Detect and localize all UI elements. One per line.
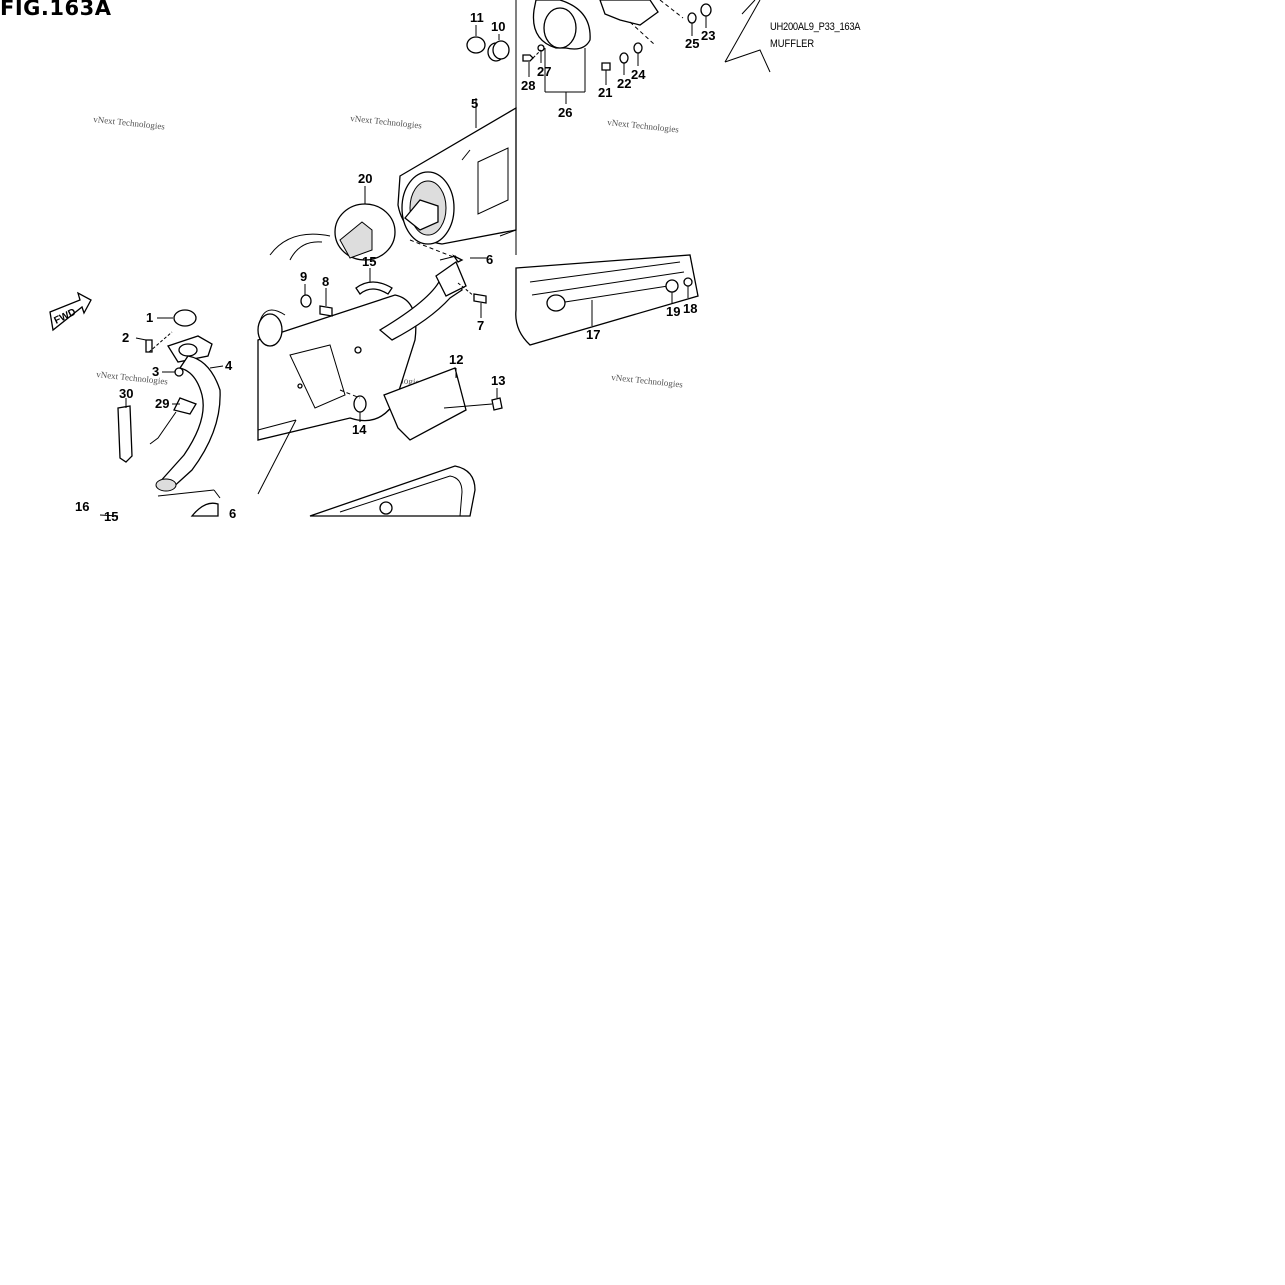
callout-3: 3 [152, 364, 159, 379]
callout-15b: 15 [104, 509, 118, 524]
watermark-1: vNext Technologies [93, 114, 166, 132]
fwd-arrow-icon: FWD [49, 291, 92, 332]
callout-8: 8 [322, 274, 329, 289]
callout-numbers: 1 2 3 4 5 6 6 7 8 9 10 11 12 13 14 15 15… [75, 10, 715, 524]
top-mount-parts [466, 0, 712, 104]
part-17-shape [515, 254, 699, 346]
callout-30: 30 [119, 386, 133, 401]
callout-24: 24 [631, 67, 646, 82]
callout-14: 14 [352, 422, 367, 437]
figure-name: MUFFLER [770, 38, 815, 50]
callout-7: 7 [477, 318, 484, 333]
watermark-3: vNext Technologies [607, 117, 680, 135]
callout-11: 11 [470, 10, 484, 25]
callout-29: 29 [155, 396, 169, 411]
watermark-2: vNext Technologies [350, 113, 423, 131]
callout-16: 16 [75, 499, 89, 514]
part-1-shape [173, 309, 197, 327]
muffler-rear-body [269, 98, 517, 263]
callout-13: 13 [491, 373, 505, 388]
frame-line [741, 0, 756, 15]
callout-26: 26 [558, 105, 572, 120]
callout-1: 1 [146, 310, 153, 325]
callout-15: 15 [362, 254, 376, 269]
callout-9: 9 [300, 269, 307, 284]
callout-17: 17 [586, 327, 600, 342]
callout-25: 25 [685, 36, 699, 51]
watermark-6: vNext Technologies [611, 372, 684, 390]
callout-21: 21 [598, 85, 612, 100]
callout-10: 10 [491, 19, 505, 34]
callout-27: 27 [537, 64, 551, 79]
callout-12: 12 [449, 352, 463, 367]
callout-28: 28 [521, 78, 535, 93]
part-11-shape [466, 36, 486, 54]
callout-20: 20 [358, 171, 372, 186]
heat-shield-right [515, 254, 699, 346]
part-30-shape [117, 405, 133, 463]
callout-4: 4 [225, 358, 233, 373]
figure-code: UH200AL9_P33_163A [770, 21, 861, 33]
part-12-shape [383, 367, 467, 441]
frame-line [724, 0, 761, 63]
callout-18: 18 [683, 301, 697, 316]
callout-2: 2 [122, 330, 129, 345]
figure-title: FIG.163A [0, 0, 112, 20]
callout-5: 5 [471, 96, 478, 111]
callout-22: 22 [617, 76, 631, 91]
callout-6: 6 [486, 252, 493, 267]
callout-19: 19 [666, 304, 680, 319]
frame-line [724, 49, 771, 73]
exhaust-pipe-assembly [99, 255, 487, 517]
heat-shield-center [383, 367, 503, 441]
callout-23: 23 [701, 28, 715, 43]
callout-6b: 6 [229, 506, 236, 521]
